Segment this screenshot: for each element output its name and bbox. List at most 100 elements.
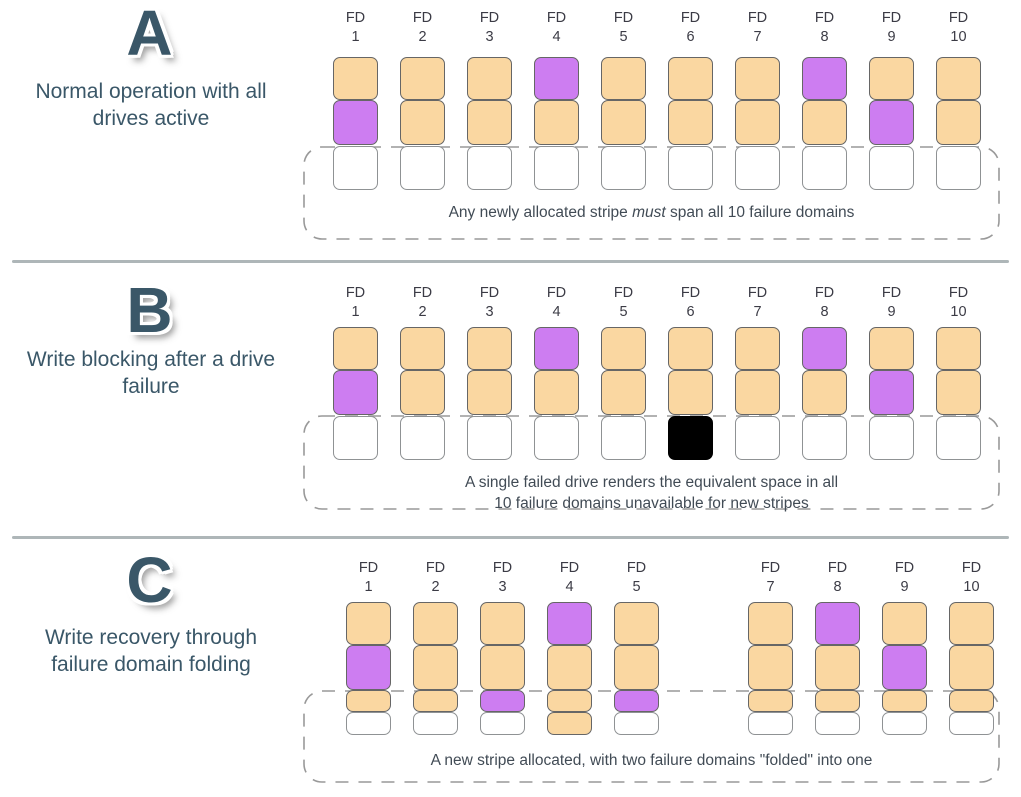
fd-label-number: 10 (950, 29, 967, 45)
fd-label-number: 8 (820, 304, 829, 320)
data-chunk-cell (413, 690, 458, 712)
free-space-cell (668, 146, 713, 190)
data-chunk-cell (748, 690, 793, 712)
parity-chunk-cell (547, 602, 592, 645)
panel-title-line: Write blocking after a drive (26, 348, 276, 371)
data-chunk-cell (346, 690, 391, 712)
fd-label-text: FD (881, 10, 902, 26)
fd-label-number: 3 (498, 579, 507, 595)
data-chunk-cell (735, 327, 780, 370)
fd-label-text: FD (345, 285, 366, 301)
free-space-cell (413, 712, 458, 735)
section-divider (12, 260, 1009, 263)
data-chunk-cell (547, 690, 592, 712)
fd-label-number: 5 (619, 304, 628, 320)
parity-chunk-cell (534, 57, 579, 100)
data-chunk-cell (534, 100, 579, 145)
free-space-cell (333, 416, 378, 460)
data-chunk-cell (802, 370, 847, 415)
fd-column-label: FD 4 (534, 9, 579, 47)
free-space-cell (735, 416, 780, 460)
data-chunk-cell (413, 602, 458, 645)
fd-label-text: FD (345, 10, 366, 26)
data-chunk-cell (467, 100, 512, 145)
data-chunk-cell (467, 57, 512, 100)
fd-label-text: FD (613, 285, 634, 301)
data-chunk-cell (668, 100, 713, 145)
fd-column-label: FD 5 (601, 284, 646, 322)
fd-column-label: FD 2 (400, 9, 445, 47)
data-chunk-cell (534, 370, 579, 415)
data-chunk-cell (949, 602, 994, 645)
panel-write-blocking: B Write blocking after a drive failure F… (0, 263, 1021, 537)
fd-label-text: FD (559, 560, 580, 576)
fd-label-number: 7 (766, 579, 775, 595)
parity-chunk-cell (346, 645, 391, 690)
free-space-cell (802, 146, 847, 190)
panel-title-line: failure domain folding (51, 653, 251, 676)
panel-caption: A new stripe allocated, with two failure… (303, 750, 1000, 771)
free-space-cell (601, 146, 646, 190)
fd-label-text: FD (492, 560, 513, 576)
fd-label-number: 9 (887, 304, 896, 320)
free-space-cell (400, 146, 445, 190)
fd-label-number: 6 (686, 304, 695, 320)
data-chunk-cell (882, 602, 927, 645)
data-chunk-cell (735, 57, 780, 100)
allocation-boundary-box (303, 146, 1000, 240)
data-chunk-cell (748, 602, 793, 645)
panel-letter: C (126, 544, 174, 616)
dashed-border (303, 146, 1000, 240)
data-chunk-cell (668, 327, 713, 370)
parity-chunk-cell (333, 370, 378, 415)
panel-title-line: Normal operation with all (35, 80, 267, 103)
panel-normal-operation: A Normal operation with all drives activ… (0, 0, 1021, 261)
data-chunk-cell (547, 645, 592, 690)
free-space-cell (735, 146, 780, 190)
dashed-border (303, 415, 1000, 510)
data-chunk-cell (480, 602, 525, 645)
fd-label-text: FD (948, 10, 969, 26)
panel-caption: A single failed drive renders the equiva… (303, 472, 1000, 514)
fd-label-number: 4 (552, 29, 561, 45)
data-chunk-cell (467, 327, 512, 370)
fd-label-text: FD (747, 10, 768, 26)
data-chunk-cell (815, 645, 860, 690)
fd-label-text: FD (412, 10, 433, 26)
fd-label-number: 5 (619, 29, 628, 45)
fd-label-text: FD (881, 285, 902, 301)
data-chunk-cell (333, 57, 378, 100)
data-chunk-cell (735, 100, 780, 145)
fd-column-label: FD 10 (936, 9, 981, 47)
parity-chunk-cell (333, 100, 378, 145)
fd-label-text: FD (546, 10, 567, 26)
parity-chunk-cell (802, 327, 847, 370)
free-space-cell (534, 416, 579, 460)
fd-label-number: 2 (418, 29, 427, 45)
fd-label-number: 8 (820, 29, 829, 45)
caption-line: A new stripe allocated, with two failure… (303, 750, 1000, 771)
allocation-boundary-box (303, 415, 1000, 510)
free-space-cell (936, 146, 981, 190)
fd-label-number: 10 (950, 304, 967, 320)
fd-label-number: 4 (565, 579, 574, 595)
parity-chunk-cell (869, 100, 914, 145)
free-space-cell (882, 712, 927, 735)
data-chunk-cell (601, 100, 646, 145)
fd-label-text: FD (479, 285, 500, 301)
panel-letter: B (126, 274, 174, 346)
data-chunk-cell (467, 370, 512, 415)
caption-text: span all 10 failure domains (665, 204, 855, 221)
free-space-cell (480, 712, 525, 735)
fd-label-text: FD (680, 10, 701, 26)
